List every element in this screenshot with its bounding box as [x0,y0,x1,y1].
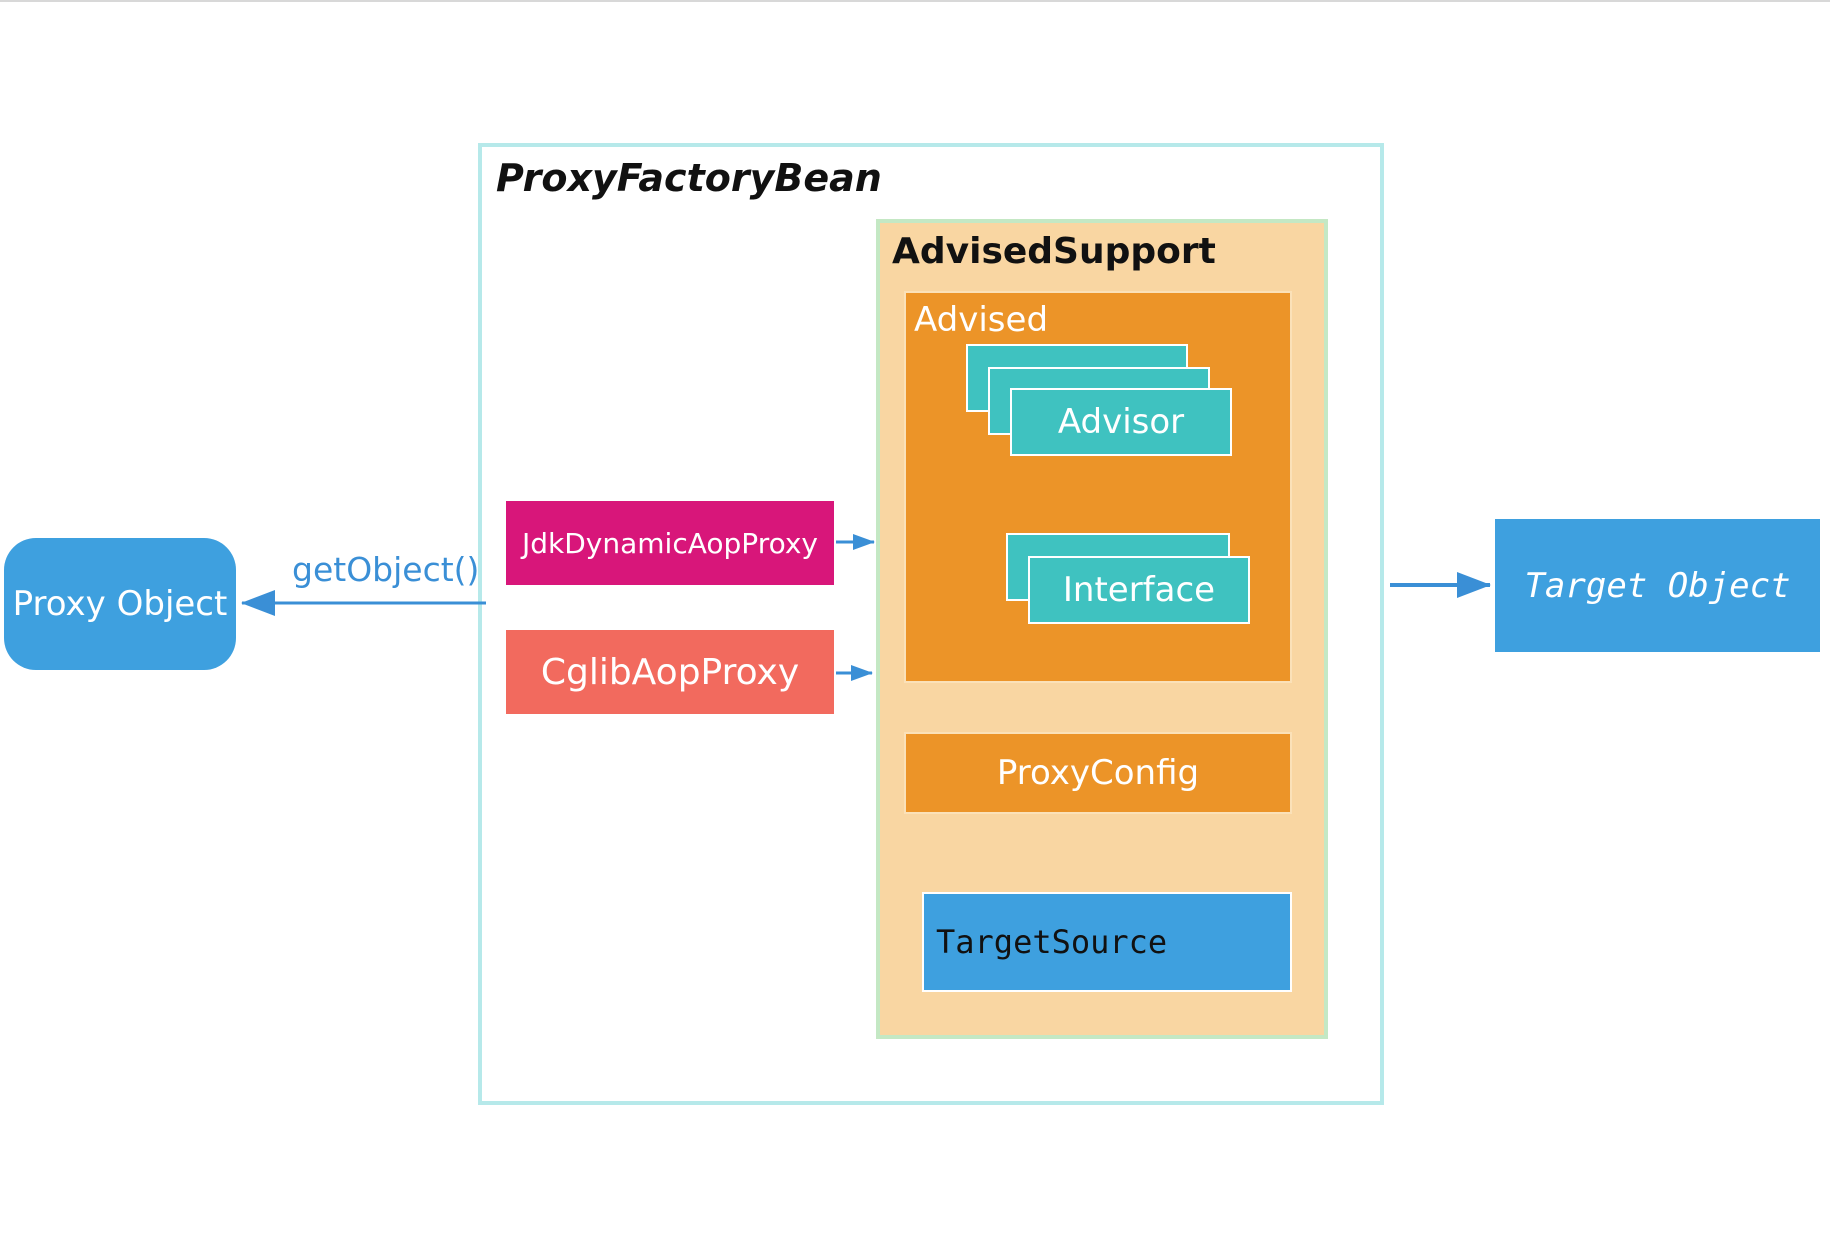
advisor-card: Advisor [1010,388,1232,456]
target-object-node: Target Object [1495,519,1820,652]
proxy-config-box: ProxyConfig [904,732,1292,814]
target-source-box: TargetSource [922,892,1292,992]
top-border-line [0,0,1830,2]
proxy-factory-bean-title: ProxyFactoryBean [496,156,882,200]
advised-title: Advised [914,300,1049,340]
cglib-aop-proxy-box: CglibAopProxy [506,630,834,714]
advised-support-title: AdvisedSupport [892,231,1216,272]
get-object-label: getObject() [292,550,480,589]
jdk-dynamic-aop-proxy-box: JdkDynamicAopProxy [506,501,834,585]
proxy-object-node: Proxy Object [4,538,236,670]
interface-card: Interface [1028,556,1250,624]
